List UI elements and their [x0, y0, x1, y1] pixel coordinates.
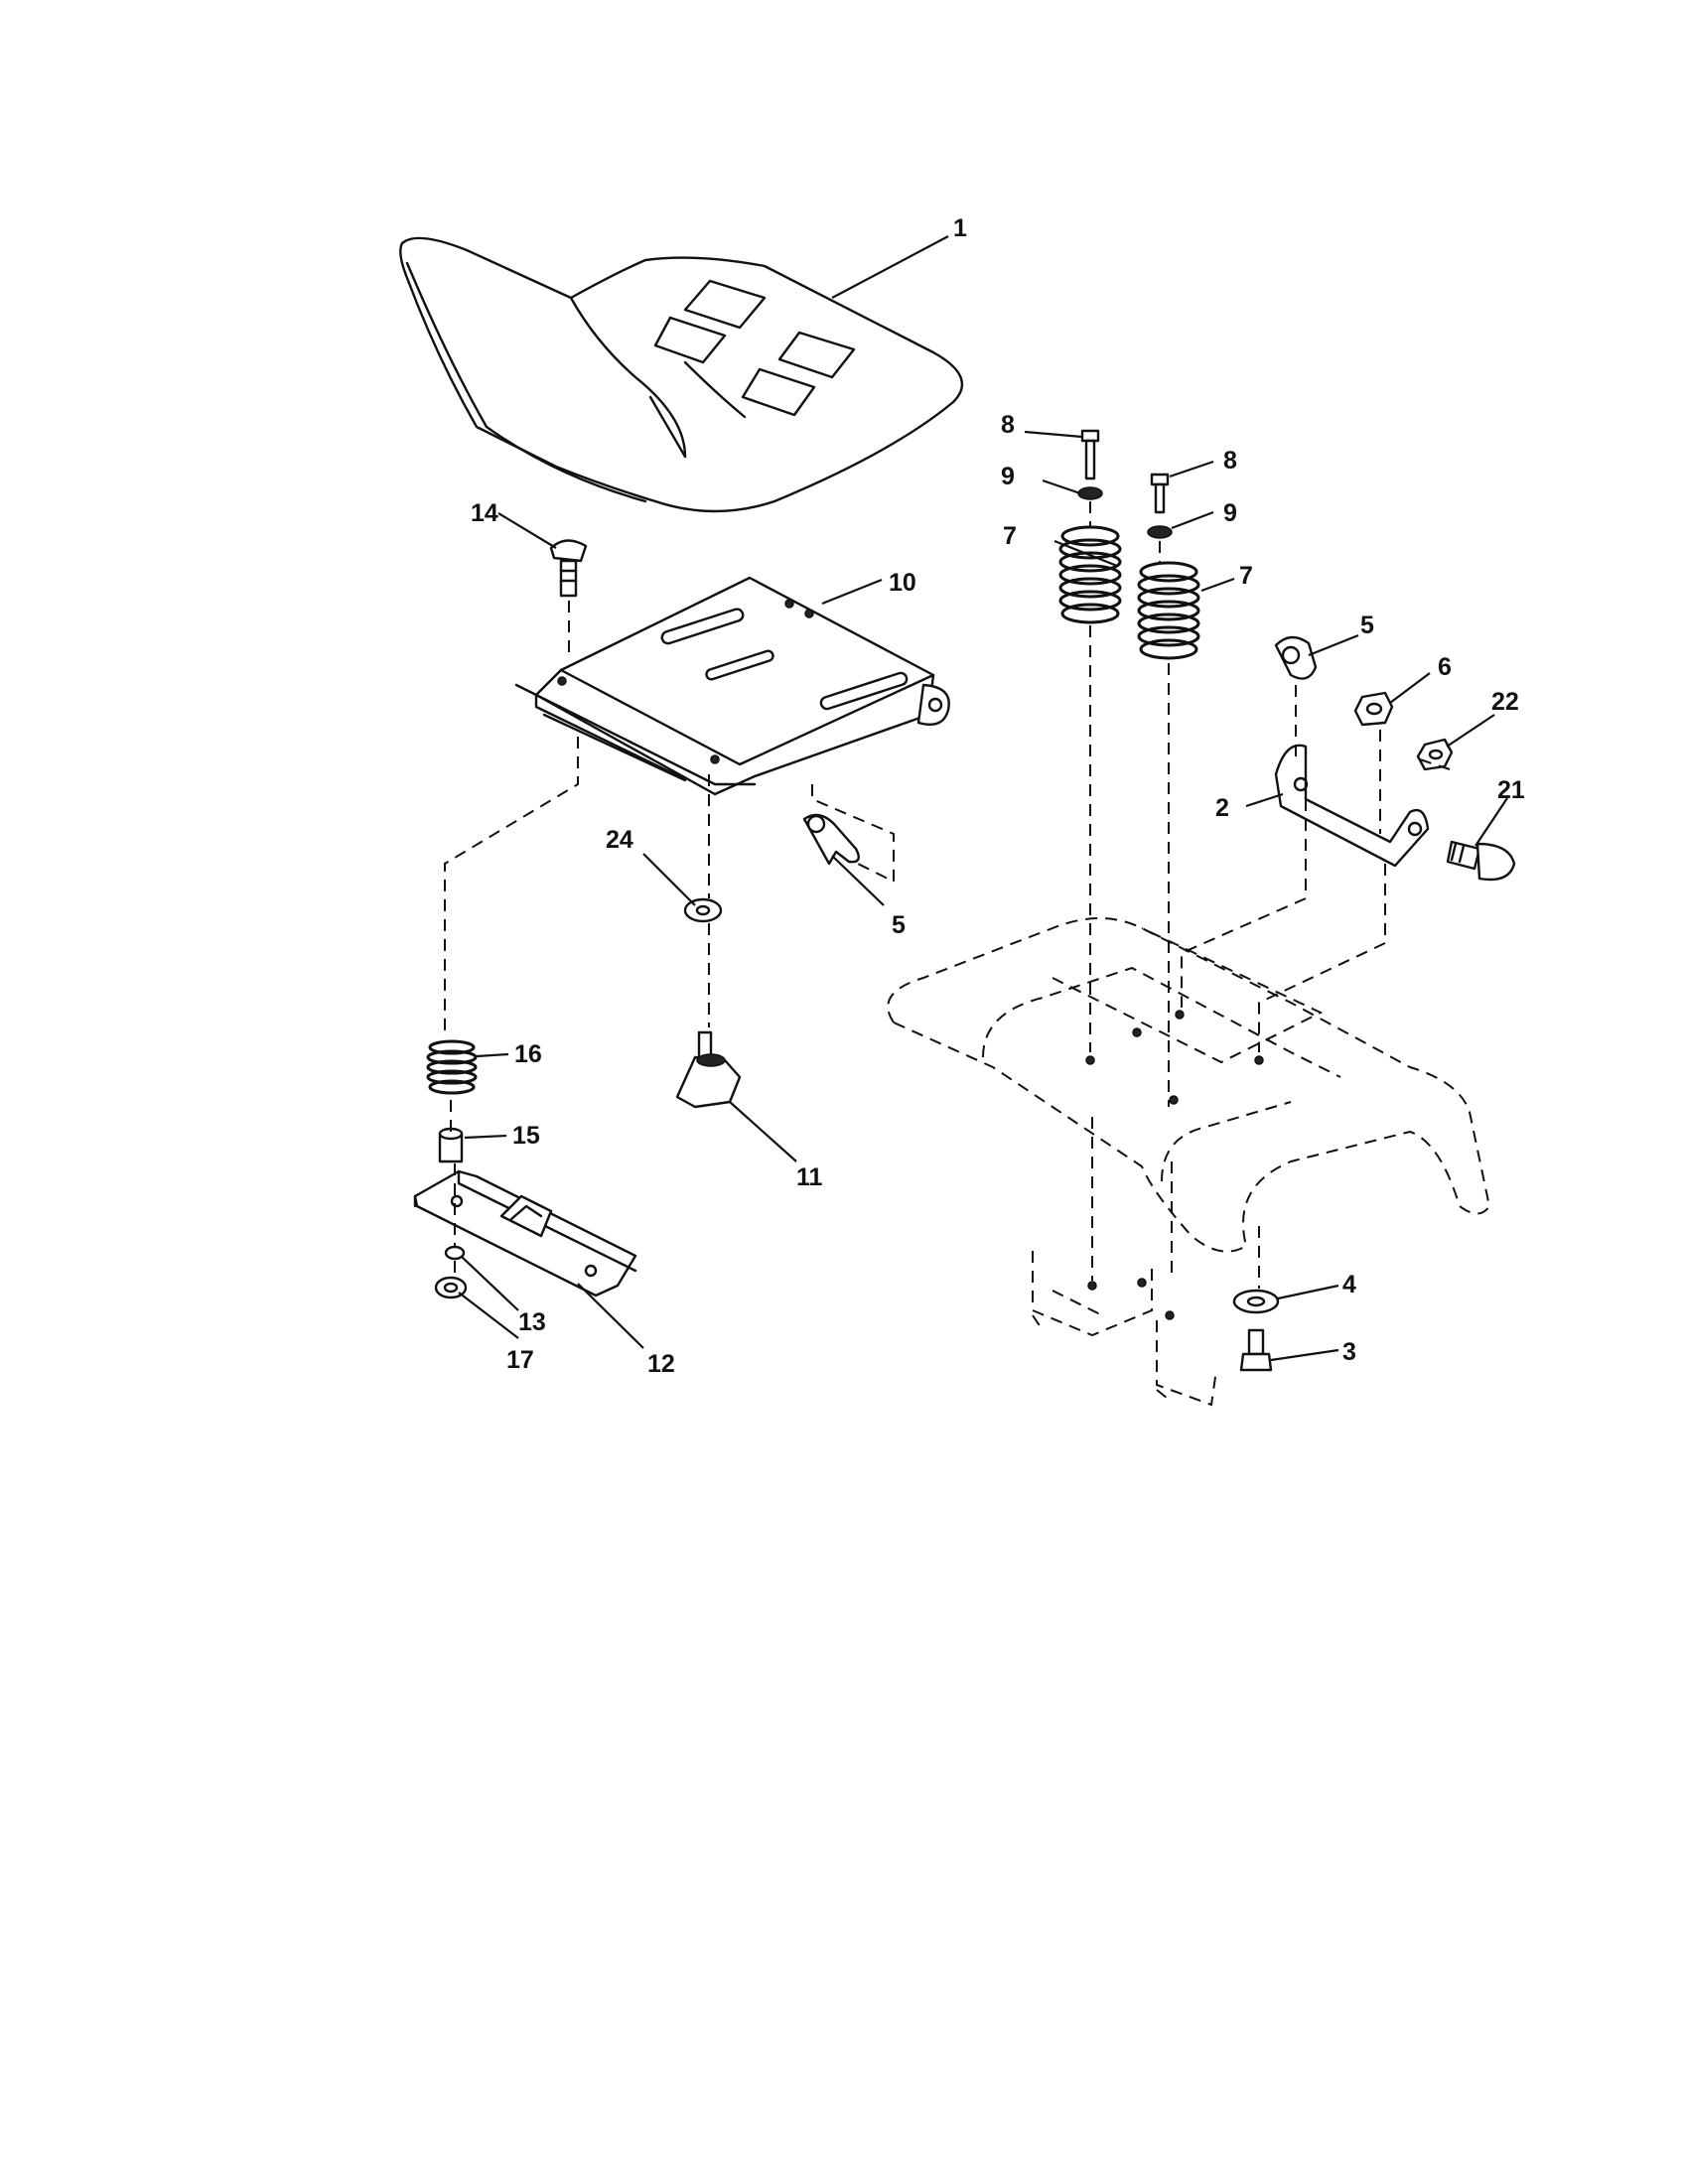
- callout-9a: 9: [1001, 463, 1015, 490]
- seat-pan: [514, 576, 950, 796]
- spring-7-right: [1137, 561, 1200, 660]
- leader-lines: [458, 235, 1508, 1362]
- callout-9b: 9: [1223, 499, 1237, 527]
- bolt-8-right: [1150, 473, 1170, 514]
- spring-16: [426, 1039, 478, 1095]
- callout-8a: 8: [1001, 411, 1015, 439]
- callout-3: 3: [1342, 1338, 1356, 1366]
- callout-13: 13: [518, 1308, 546, 1336]
- washer-9-left: [1077, 486, 1103, 500]
- callout-15: 15: [512, 1122, 540, 1150]
- seat-pads: [653, 279, 856, 419]
- mounting-bracket: [1274, 744, 1430, 868]
- callout-4: 4: [1342, 1271, 1356, 1298]
- seat-clip-right: [1274, 635, 1318, 680]
- callout-21: 21: [1497, 776, 1525, 804]
- callout-5b: 5: [1360, 612, 1374, 639]
- seat-clip-left: [802, 813, 860, 866]
- callout-7a: 7: [1003, 522, 1017, 550]
- callout-24: 24: [606, 826, 633, 854]
- callout-17: 17: [506, 1346, 534, 1374]
- washer-9-right: [1147, 525, 1173, 539]
- callout-1: 1: [953, 214, 967, 242]
- callout-6: 6: [1438, 653, 1452, 681]
- spacer-15: [438, 1127, 464, 1163]
- washer-24: [683, 897, 723, 923]
- seat-bracket-plate: [413, 1169, 637, 1297]
- nut-22: [1416, 738, 1454, 771]
- seat: [399, 236, 964, 513]
- washer-13: [444, 1245, 466, 1261]
- callout-16: 16: [514, 1040, 542, 1068]
- callout-12: 12: [647, 1350, 675, 1378]
- alignment-lines: [444, 501, 1451, 1289]
- tractor-frame-hidden: [887, 917, 1491, 1407]
- spring-7-left: [1058, 525, 1122, 624]
- callout-22: 22: [1491, 688, 1519, 716]
- washer-4: [1232, 1289, 1280, 1314]
- shoulder-bolt-21: [1446, 840, 1516, 882]
- bolt-8-left: [1080, 429, 1100, 480]
- callout-labels: 1 2 3 4 5 5 6 7 7 8 8 9 9 10 11 12 13 14…: [471, 214, 1525, 1378]
- nut-6: [1353, 691, 1394, 727]
- callout-14: 14: [471, 499, 498, 527]
- carriage-bolt: [549, 539, 588, 598]
- callout-5a: 5: [892, 911, 906, 939]
- nut-17: [434, 1276, 468, 1299]
- bolt-3: [1239, 1328, 1273, 1372]
- callout-10: 10: [889, 569, 916, 597]
- callout-8b: 8: [1223, 447, 1237, 475]
- adjustment-knob: [675, 1030, 742, 1109]
- callout-7b: 7: [1239, 562, 1253, 590]
- callout-2: 2: [1215, 794, 1229, 822]
- callout-11: 11: [796, 1163, 823, 1191]
